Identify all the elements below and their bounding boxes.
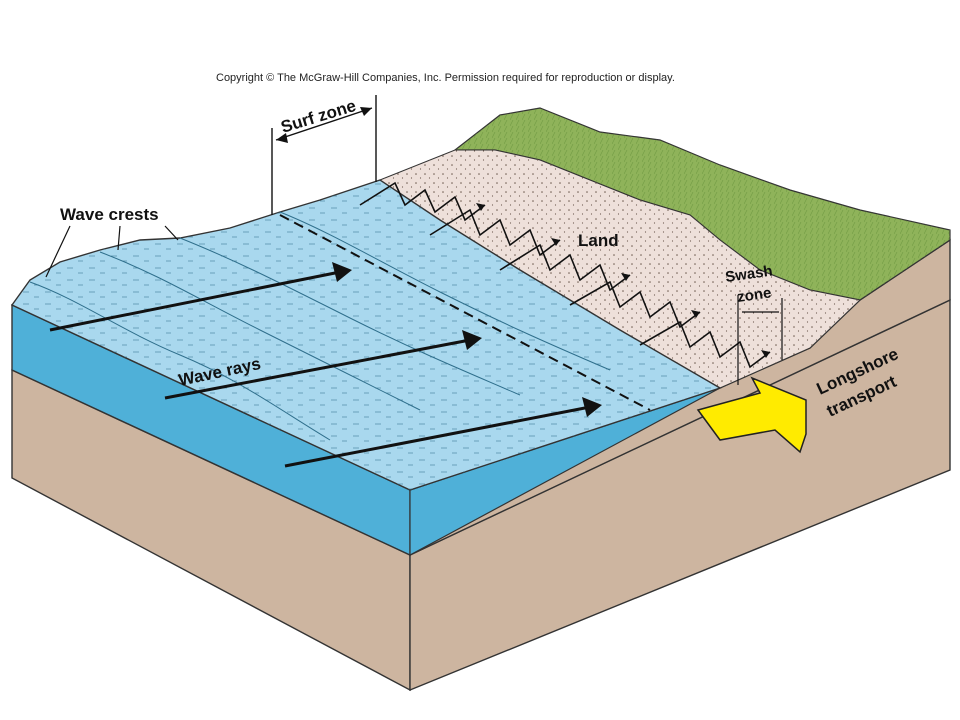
swash-zone-label-line2: zone xyxy=(736,284,772,306)
wave-crests-leaders xyxy=(45,225,179,278)
surf-zone-boundary xyxy=(279,214,651,411)
swash-zone-dimension xyxy=(737,295,783,385)
swash-zone-label-line1: Swash xyxy=(724,263,773,286)
copyright-notice: Copyright © The McGraw-Hill Companies, I… xyxy=(216,72,675,84)
surf-zone-label: Surf zone xyxy=(279,96,359,137)
wave-crest-lines xyxy=(29,211,611,441)
longshore-transport-arrow xyxy=(696,376,807,454)
land-label: Land xyxy=(578,231,619,250)
wave-ray-arrows xyxy=(49,262,602,468)
surf-zone-dimension xyxy=(271,95,377,215)
wave-crests-label: Wave crests xyxy=(60,205,159,224)
swash-zigzag-arrows xyxy=(359,181,771,369)
